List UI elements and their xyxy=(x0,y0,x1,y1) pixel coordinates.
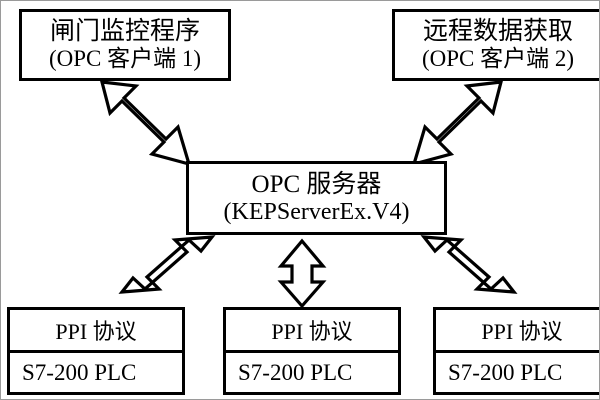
plc-1-protocol-label: PPI 协议 xyxy=(10,310,182,353)
plc-3-device-label: S7-200 PLC xyxy=(448,359,563,385)
arrow-server-plc3 xyxy=(420,235,518,294)
client-box-gate-monitoring-program[interactable]: 闸门监控程序 (OPC 客户端 1) xyxy=(19,9,231,81)
plc-1-device-label: S7-200 PLC xyxy=(22,359,137,385)
arrow-client2-server xyxy=(411,80,504,167)
arrow-server-plc2 xyxy=(277,238,327,309)
plc-box-1[interactable]: PPI 协议 S7-200 PLC xyxy=(7,307,185,395)
arrow-server-plc1 xyxy=(118,235,216,294)
plc-2-protocol-label: PPI 协议 xyxy=(226,310,398,353)
arrow-client1-server xyxy=(99,80,192,167)
plc-3-protocol-label: PPI 协议 xyxy=(436,310,599,353)
server-subtitle: (KEPServerEx.V4) xyxy=(223,198,410,225)
plc-box-3[interactable]: PPI 协议 S7-200 PLC xyxy=(433,307,599,395)
client1-title: 闸门监控程序 xyxy=(49,18,200,46)
server-title: OPC 服务器 xyxy=(251,170,382,198)
plc-2-device-label: S7-200 PLC xyxy=(238,359,353,385)
client2-title: 远程数据获取 xyxy=(422,18,573,46)
server-box-opc-server[interactable]: OPC 服务器 (KEPServerEx.V4) xyxy=(186,161,447,235)
client1-subtitle: (OPC 客户端 1) xyxy=(48,46,202,72)
client2-subtitle: (OPC 客户端 2) xyxy=(421,46,575,72)
plc-box-2[interactable]: PPI 协议 S7-200 PLC xyxy=(223,307,401,395)
client-box-remote-data-acquisition[interactable]: 远程数据获取 (OPC 客户端 2) xyxy=(392,9,599,81)
